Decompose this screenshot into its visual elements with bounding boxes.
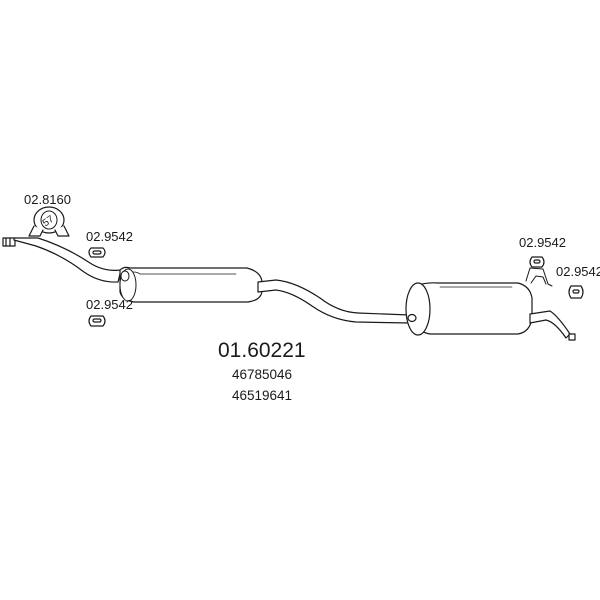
hanger-part-label: 02.9542 — [556, 264, 600, 279]
center-muffler — [119, 266, 263, 303]
hanger-icon — [568, 285, 584, 299]
front-pipe — [13, 237, 122, 283]
oe-number: 46519641 — [232, 388, 292, 403]
hanger-icon — [88, 247, 106, 258]
hanger-icon — [88, 315, 106, 327]
tail-pipe — [529, 310, 571, 339]
tail-pipe-tip — [568, 333, 576, 341]
hanger-part-label: 02.9542 — [86, 229, 133, 244]
main-part-number: 01.60221 — [218, 339, 306, 362]
hanger-part-label: 02.9542 — [86, 297, 133, 312]
mid-pipe — [257, 279, 411, 324]
clamp-part-label: 02.8160 — [24, 192, 71, 207]
clamp-icon — [28, 206, 70, 237]
hanger-icon — [529, 256, 545, 268]
hanger-part-label: 02.9542 — [519, 235, 566, 250]
oe-number: 46785046 — [232, 367, 292, 382]
rear-muffler — [405, 267, 553, 336]
inlet-flange — [2, 237, 16, 247]
